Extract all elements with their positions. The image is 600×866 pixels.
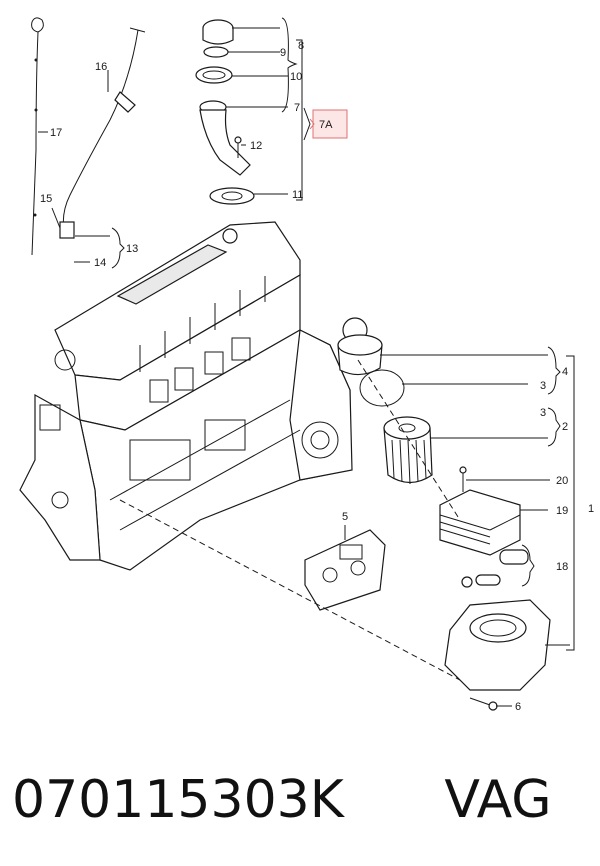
oil-dipstick (31, 17, 44, 256)
callout-5: 5 (342, 511, 348, 523)
callout-14: 14 (94, 257, 106, 269)
callout-7a-highlight (312, 109, 348, 139)
part-caption: 070115303K VAG (12, 760, 588, 840)
callout-10: 10 (290, 71, 302, 83)
gasket-plate (304, 529, 386, 611)
callout-13: 13 (126, 243, 138, 255)
part-number: 070115303K (12, 770, 344, 830)
engine-block (19, 221, 353, 571)
oil-filter-assembly (337, 317, 551, 711)
callout-1: 1 (588, 503, 594, 515)
callout-16: 16 (95, 61, 107, 73)
callout-11: 11 (292, 189, 303, 201)
callout-4: 4 (562, 366, 568, 378)
exploded-parts-diagram: 1 2 3 3 4 5 6 7 7A 8 9 10 11 12 13 14 15… (19, 17, 594, 713)
callout-7: 7 (294, 102, 300, 114)
callout-19: 19 (556, 505, 568, 517)
callout-2: 2 (562, 421, 568, 433)
callout-12: 12 (250, 140, 262, 152)
callout-18: 18 (556, 561, 568, 573)
callout-17: 17 (50, 127, 62, 139)
callout-15: 15 (40, 193, 52, 205)
callout-20: 20 (556, 475, 568, 487)
brand-name: VAG (444, 770, 552, 830)
callout-7a: 7A (319, 119, 333, 131)
callout-3b: 3 (540, 407, 546, 419)
callout-3a: 3 (540, 380, 546, 392)
callout-labels: 1 2 3 3 4 5 6 7 7A 8 9 10 11 12 13 14 15… (40, 40, 594, 713)
callout-6: 6 (515, 701, 521, 713)
oil-filler-assembly (195, 19, 255, 205)
dipstick-guide-tube (59, 27, 146, 239)
callout-9: 9 (280, 47, 286, 59)
callout-8: 8 (298, 40, 304, 52)
